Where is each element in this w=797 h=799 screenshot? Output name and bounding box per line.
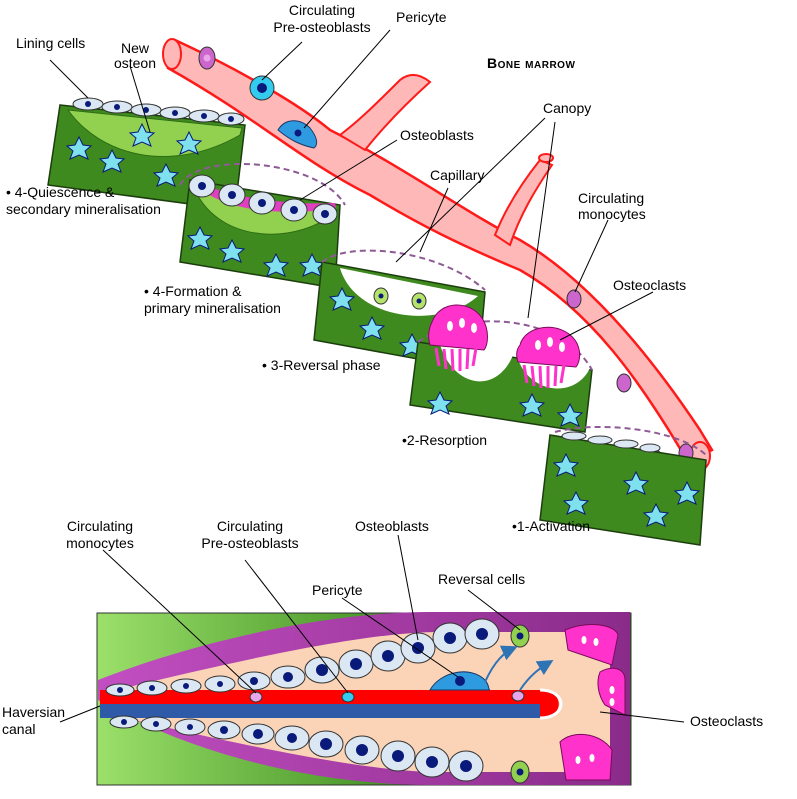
label-capillary: Capillary: [430, 167, 485, 183]
migration-arrow-1: [484, 645, 518, 683]
phase-quiescence-2: secondary mineralisation: [6, 201, 161, 217]
label-bottom-osteoblasts: Osteoblasts: [355, 518, 429, 534]
osteoblasts-bottom-bottom: [109, 715, 484, 782]
activation-lining-cells: [561, 431, 661, 453]
label-bottom-pericyte: Pericyte: [312, 582, 363, 598]
migration-arrow-2: [519, 659, 554, 691]
label-bottom-reversal-cells: Reversal cells: [438, 571, 526, 587]
label-circ-mono-1: Circulating: [578, 190, 645, 206]
phase-reversal: • 3-Reversal phase: [262, 357, 381, 373]
monocyte-bottom: [249, 691, 263, 703]
osteoblasts-bottom-top: [105, 618, 500, 697]
label-osteoclasts: Osteoclasts: [613, 277, 687, 293]
bone-marrow-title: Bone marrow: [487, 55, 576, 71]
label-bottom-circ-mono-2: monocytes: [66, 535, 134, 551]
label-pericyte: Pericyte: [396, 9, 447, 25]
label-haversian-1: Haversian: [2, 704, 66, 720]
pericyte-bottom: [429, 671, 491, 691]
label-bottom-circ-mono-1: Circulating: [66, 518, 134, 534]
osteoclast-top-2: [516, 326, 581, 389]
label-circ-mono-2: monocytes: [578, 206, 646, 222]
label-bottom-circ-pre-1: Circulating: [216, 518, 284, 534]
label-circ-pre-1: Circulating: [288, 2, 356, 18]
phase-formation-2: primary mineralisation: [144, 300, 281, 316]
block-activation: [539, 425, 707, 546]
label-canopy: Canopy: [543, 100, 592, 116]
monocyte-bottom-2: [511, 690, 525, 702]
haversian-panel: [96, 612, 632, 786]
block-formation: [179, 162, 346, 289]
phase-formation-1: • 4-Formation &: [144, 283, 242, 299]
osteoclasts-bottom: [559, 624, 626, 781]
lining-cells-row: [72, 97, 245, 126]
label-new-osteon-2: osteon: [113, 55, 157, 71]
phase-resorption: •2-Resorption: [402, 432, 488, 448]
label-osteoblasts: Osteoblasts: [400, 127, 474, 143]
label-bottom-circ-pre-2: Pre-osteoblasts: [201, 535, 299, 551]
callout-lines-top: [49, 29, 654, 341]
pericyte-top: [277, 120, 318, 149]
label-circ-pre-2: Pre-osteoblasts: [273, 19, 371, 35]
block-resorption: [409, 304, 593, 433]
label-new-osteon-1: New: [120, 40, 149, 56]
label-lining-cells: Lining cells: [16, 35, 86, 51]
phase-activation: •1-Activation: [512, 518, 591, 534]
osteoblast-row: [188, 174, 338, 225]
callout-lines-bottom: [59, 534, 685, 723]
phase-quiescence-1: • 4-Quiescence &: [6, 184, 115, 200]
osteoclast-top-1: [428, 304, 488, 372]
label-bottom-osteoclasts: Osteoclasts: [690, 713, 764, 729]
label-haversian-2: canal: [2, 721, 36, 737]
reversal-cells-bottom: [510, 624, 530, 784]
preosteoblast-bottom: [341, 691, 355, 703]
